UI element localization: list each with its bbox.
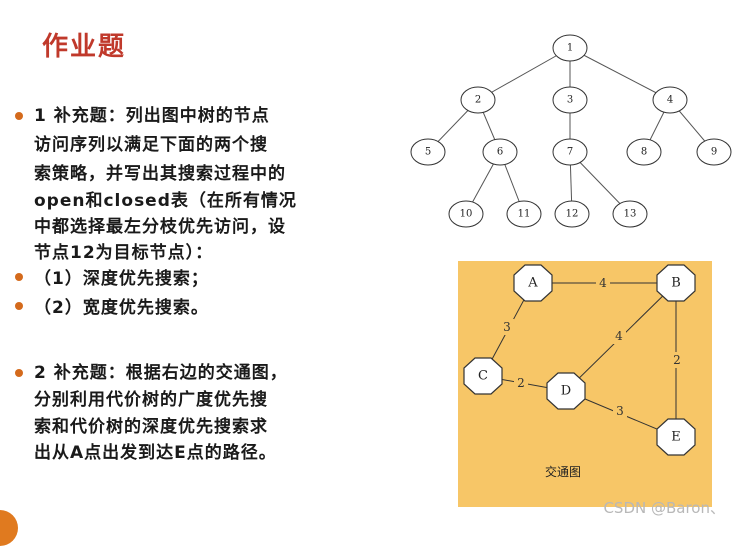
graph-node-a [513, 264, 553, 302]
tree-label-4: 4 [667, 95, 673, 106]
tree-node-8 [626, 138, 662, 166]
problem1-line-1: 1 补充题：列出图中树的节点 [34, 106, 270, 126]
problem1-line-2: 访问序列以满足下面的两个搜 [34, 135, 268, 155]
weight-bg-ac [500, 319, 514, 335]
tree-label-10: 10 [460, 209, 473, 220]
edge-weight-b-e: 2 [673, 353, 681, 367]
weight-bg-be [670, 352, 684, 368]
tree-label-8: 8 [641, 147, 647, 158]
tree-node-9 [696, 138, 732, 166]
tree-node-4 [652, 86, 688, 114]
search-tree-diagram: 1 2 3 4 5 6 7 8 9 10 11 12 13 4 3 4 2 2 … [410, 34, 732, 507]
tree-node-5 [410, 138, 446, 166]
tree-node-3 [552, 86, 588, 114]
bullet-subitem-1 [15, 273, 23, 281]
tree-edges [427, 47, 715, 215]
problem1-subitem-1: （1）深度优先搜索； [34, 269, 209, 289]
tree-edge-1-2 [477, 47, 571, 101]
tree-label-5: 5 [425, 147, 431, 158]
traffic-map-caption: 交通图 [545, 464, 581, 479]
weight-bg-de [613, 403, 627, 419]
tree-label-6: 6 [497, 147, 503, 158]
slide-title: 作业题 [42, 32, 127, 62]
graph-node-c [463, 357, 503, 395]
graph-label-a: A [527, 276, 538, 291]
graph-node-e [656, 418, 696, 456]
problem2-line-2: 分别利用代价树的广度优先搜 [34, 390, 268, 410]
tree-node-1 [552, 34, 588, 62]
graph-label-d: D [561, 384, 571, 399]
bullet-problem1 [15, 112, 23, 120]
graph-label-b: B [671, 276, 681, 291]
graph-node-d [546, 372, 586, 410]
tree-node-12 [554, 200, 590, 228]
problem1-subitem-2: （2）宽度优先搜索。 [34, 298, 209, 318]
graph-node-b [656, 264, 696, 302]
tree-label-13: 13 [624, 209, 637, 220]
graph-label-e: E [671, 430, 681, 445]
problem2-line-3: 索和代价树的深度优先搜索求 [34, 417, 268, 437]
edge-weight-b-d: 4 [615, 329, 623, 343]
problem2-line-1: 2 补充题：根据右边的交通图， [34, 363, 288, 383]
weight-bg-ab [596, 275, 610, 291]
edge-weight-c-d: 2 [517, 376, 525, 390]
tree-node-6 [482, 138, 518, 166]
weight-bg-cd [514, 375, 528, 391]
problem1-line-3: 索策略，并写出其搜索过程中的 [34, 164, 286, 184]
tree-label-7: 7 [567, 147, 573, 158]
tree-label-9: 9 [711, 147, 717, 158]
edge-weight-a-b: 4 [599, 276, 607, 290]
watermark: CSDN @Baron、 [603, 499, 725, 517]
bullet-problem2 [15, 369, 23, 377]
tree-node-7 [552, 138, 588, 166]
tree-node-10 [448, 200, 484, 228]
problem1-line-5: 中都选择最左分枝优先访问，设 [34, 217, 286, 237]
edge-weight-a-c: 3 [503, 320, 511, 334]
tree-node-13 [612, 200, 648, 228]
tree-label-11: 11 [518, 209, 531, 220]
problem2-line-4: 出从A点出发到达E点的路径。 [34, 443, 277, 463]
tree-label-2: 2 [475, 95, 481, 106]
problem1-line-6: 节点12为目标节点）： [34, 243, 214, 263]
tree-nodes [410, 34, 732, 228]
weight-bg-bd [612, 328, 626, 344]
tree-node-11 [506, 200, 542, 228]
problem1-line-4: open和closed表（在所有情况 [34, 191, 297, 211]
tree-edge-1-4 [569, 47, 671, 101]
tree-label-3: 3 [567, 95, 573, 106]
tree-node-2 [460, 86, 496, 114]
bullet-subitem-2 [15, 302, 23, 310]
tree-label-1: 1 [567, 43, 573, 54]
edge-weight-d-e: 3 [616, 404, 624, 418]
graph-nodes [463, 264, 696, 456]
tree-label-12: 12 [566, 209, 579, 220]
graph-label-c: C [478, 369, 488, 384]
